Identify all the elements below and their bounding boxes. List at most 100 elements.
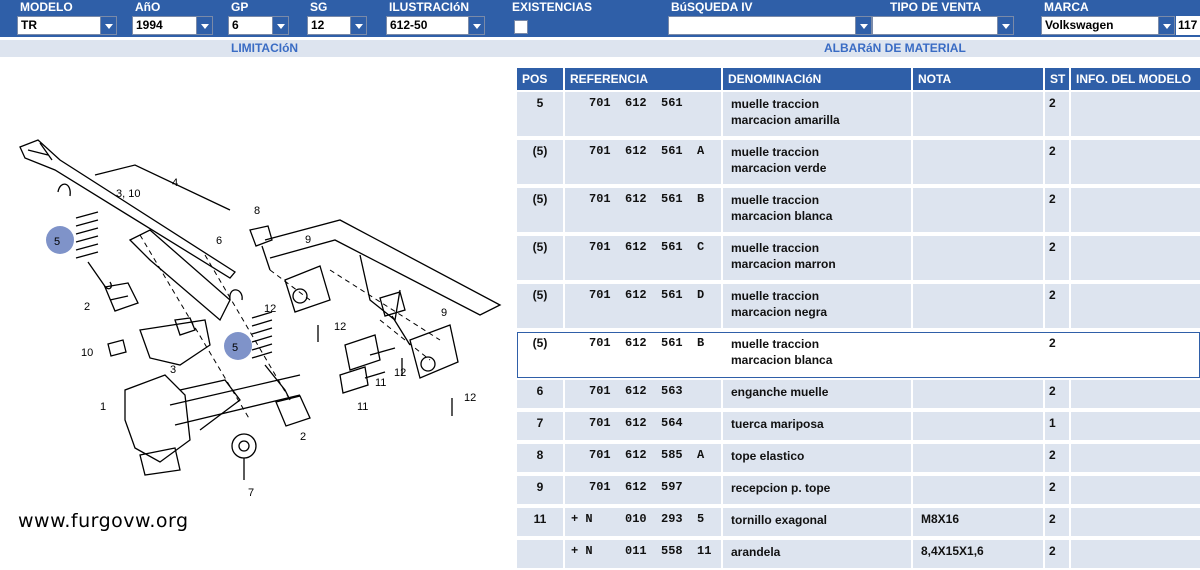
tipo-venta-label: TIPO DE VENTA — [890, 0, 982, 14]
callout-label: 12 — [334, 321, 346, 333]
denominacion-line: muelle traccion — [731, 241, 820, 255]
denominacion-cell: enganche muelle — [723, 380, 911, 408]
sg-label: SG — [310, 0, 328, 14]
denominacion-line: marcacion blanca — [731, 353, 833, 367]
referencia-cell: 701 612 561 D — [565, 284, 721, 328]
chevron-down-icon[interactable] — [272, 17, 288, 34]
st-cell: 2 — [1045, 92, 1069, 136]
gp-select[interactable]: 6 — [228, 16, 289, 35]
callout-label: 3 — [170, 364, 176, 376]
info-modelo-cell — [1071, 188, 1200, 232]
header-nota[interactable]: NOTA — [913, 68, 1043, 90]
callout-label: 2 — [300, 431, 306, 443]
section-header-bar: LIMITACIóN ALBARáN DE MATERIAL — [0, 40, 1200, 57]
denominacion-cell: tornillo exagonal — [723, 508, 911, 536]
sg-select[interactable]: 12 — [307, 16, 367, 35]
callout-label: 9 — [441, 307, 447, 319]
header-denominacion[interactable]: DENOMINACIóN — [723, 68, 911, 90]
marca-code: 117 — [1176, 16, 1200, 35]
denominacion-line: marcacion blanca — [731, 209, 833, 223]
denominacion-line: muelle traccion — [731, 145, 820, 159]
st-cell: 2 — [1045, 332, 1069, 376]
st-cell: 2 — [1045, 476, 1069, 504]
pos-cell: (5) — [517, 140, 563, 184]
marca-select[interactable]: Volkswagen — [1041, 16, 1175, 35]
info-modelo-cell — [1071, 380, 1200, 408]
nota-cell — [913, 188, 1043, 232]
chevron-down-icon[interactable] — [196, 17, 212, 34]
header-st[interactable]: ST — [1045, 68, 1069, 90]
ref-prefix: + N — [571, 512, 593, 526]
header-pos[interactable]: POS — [517, 68, 563, 90]
chevron-down-icon[interactable] — [100, 17, 116, 34]
denominacion-line: arandela — [731, 545, 781, 559]
info-modelo-cell — [1071, 140, 1200, 184]
pos-cell: 9 — [517, 476, 563, 504]
ilustracion-select[interactable]: 612-50 — [386, 16, 485, 35]
callout-label: 9 — [305, 234, 311, 246]
denominacion-cell: recepcion p. tope — [723, 476, 911, 504]
modelo-select[interactable]: TR — [17, 16, 117, 35]
ref-number: 701 612 561 C — [589, 240, 705, 254]
referencia-cell: 701 612 564 — [565, 412, 721, 440]
anio-label: AñO — [135, 0, 161, 14]
chevron-down-icon[interactable] — [997, 17, 1013, 34]
header-info-modelo[interactable]: INFO. DEL MODELO — [1071, 68, 1200, 90]
table-row[interactable]: 9 701 612 597 recepcion p. tope 2 — [517, 476, 1200, 506]
chevron-down-icon[interactable] — [855, 17, 871, 34]
nota-cell — [913, 140, 1043, 184]
ref-number: 701 612 561 B — [589, 336, 705, 350]
chevron-down-icon[interactable] — [1158, 17, 1174, 34]
busqueda-select[interactable] — [668, 16, 872, 35]
modelo-label: MODELO — [20, 0, 73, 14]
ilustracion-label: ILUSTRACIóN — [389, 0, 469, 14]
st-cell: 2 — [1045, 140, 1069, 184]
tipo-venta-select[interactable] — [872, 16, 1014, 35]
nota-cell — [913, 444, 1043, 472]
nota-cell: M8X16 — [913, 508, 1043, 536]
pos-cell: 6 — [517, 380, 563, 408]
denominacion-line: marcacion verde — [731, 161, 827, 175]
denominacion-cell: muelle traccion marcacion blanca — [723, 332, 911, 376]
nota-cell: 8,4X15X1,6 — [913, 540, 1043, 568]
denominacion-line: muelle traccion — [731, 337, 820, 351]
denominacion-cell: tuerca mariposa — [723, 412, 911, 440]
marca-value: Volkswagen — [1045, 18, 1114, 32]
denominacion-cell: muelle traccion marcacion verde — [723, 140, 911, 184]
callout-label: 4 — [172, 177, 178, 189]
denominacion-line: tope elastico — [731, 449, 805, 463]
anio-select[interactable]: 1994 — [132, 16, 213, 35]
callout-label: 11 — [375, 377, 386, 389]
denominacion-line: marcacion marron — [731, 257, 836, 271]
chevron-down-icon[interactable] — [350, 17, 366, 34]
callout-label: 10 — [81, 347, 93, 359]
info-modelo-cell — [1071, 92, 1200, 136]
anio-value: 1994 — [136, 18, 163, 32]
existencias-label: EXISTENCIAS — [512, 0, 593, 14]
referencia-cell: 701 612 585 A — [565, 444, 721, 472]
denominacion-line: enganche muelle — [731, 385, 829, 399]
chevron-down-icon[interactable] — [468, 17, 484, 34]
table-header: POS REFERENCIA DENOMINACIóN NOTA ST INFO… — [517, 68, 1200, 90]
existencias-checkbox[interactable] — [514, 20, 528, 34]
header-referencia[interactable]: REFERENCIA — [565, 68, 721, 90]
ref-number: 701 612 597 — [589, 480, 683, 494]
referencia-cell: 701 612 563 — [565, 380, 721, 408]
info-modelo-cell — [1071, 476, 1200, 504]
pos-cell: (5) — [517, 284, 563, 328]
nota-cell — [913, 236, 1043, 280]
st-cell: 2 — [1045, 236, 1069, 280]
